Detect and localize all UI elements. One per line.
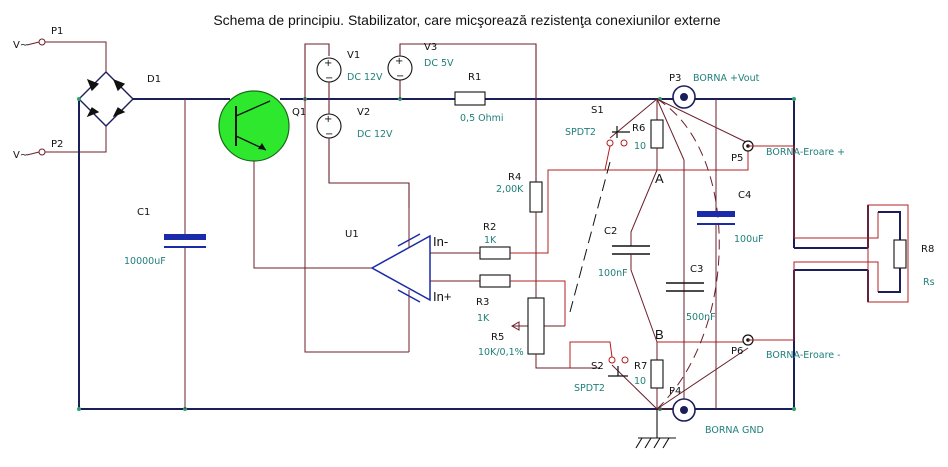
resistor-r4 <box>529 181 543 298</box>
opamp-u1 <box>304 99 480 353</box>
v2-minus-sign: − <box>325 129 333 140</box>
v1-minus-sign: − <box>325 73 333 84</box>
opamp-in-plus: In+ <box>433 289 451 304</box>
voltage-source-v1 <box>304 43 342 99</box>
r4-label: R4 <box>508 172 521 183</box>
bridge-rectifier-d1 <box>78 71 134 127</box>
ac-label-1: V~ <box>13 40 28 51</box>
terminal-err-minus-label: BORNA-Eroare - <box>766 350 841 361</box>
r7-value: 10 <box>634 376 646 387</box>
q1-label: Q1 <box>292 107 306 118</box>
r8-value: Rs <box>923 277 935 288</box>
v1-label: V1 <box>347 50 360 61</box>
s2-label: S2 <box>591 361 604 372</box>
d1-label: D1 <box>147 74 161 85</box>
load-resistor-r8 <box>748 145 909 341</box>
capacitor-c4 <box>697 99 735 409</box>
p5-label: P5 <box>731 153 743 164</box>
terminal-vout-label: BORNA +Vout <box>693 73 760 84</box>
diagram-title: Schema de principiu. Stabilizator, care … <box>213 12 721 28</box>
r3-value: 1K <box>477 313 490 324</box>
v1-plus-sign: + <box>324 58 332 69</box>
capacitor-c1 <box>164 99 206 409</box>
r3-label: R3 <box>476 297 489 308</box>
c3-label: C3 <box>690 264 703 275</box>
bus-junctions <box>77 97 796 411</box>
switch-s2 <box>569 341 658 410</box>
v3-minus-sign: − <box>396 71 404 82</box>
r8-label: R8 <box>921 244 934 255</box>
port-p1-label: P1 <box>51 26 63 37</box>
p6-label: P6 <box>731 346 743 357</box>
capacitor-c3 <box>666 160 704 292</box>
r4-value: 2,00K <box>496 184 524 195</box>
terminal-p3[interactable] <box>672 85 696 109</box>
resistor-r6 <box>650 99 664 170</box>
r1-value: 0,5 Ohmi <box>460 113 504 124</box>
capacitor-c2 <box>612 169 658 343</box>
r5-value: 10K/0,1% <box>478 347 524 358</box>
potentiometer-r5 <box>527 297 600 369</box>
resistor-r1 <box>454 91 486 106</box>
transistor-q1 <box>212 90 295 162</box>
ac-input <box>26 38 107 156</box>
node-a-label: A <box>655 171 664 186</box>
r6-label: R6 <box>632 123 645 134</box>
cross-wires <box>656 98 749 410</box>
p4-label: P4 <box>669 386 681 397</box>
ground-icon <box>635 409 676 449</box>
c1-label: C1 <box>137 207 150 218</box>
r5-label: R5 <box>491 332 504 343</box>
resistor-r3 <box>479 274 566 331</box>
dashed-ground-wire <box>656 98 720 410</box>
v3-label: V3 <box>424 42 437 53</box>
wire-q1-base <box>253 161 372 269</box>
s2-value: SPDT2 <box>574 383 605 394</box>
s1-label: S1 <box>591 105 604 116</box>
switch-s1 <box>565 98 658 313</box>
voltage-source-v3 <box>387 43 537 182</box>
v2-value: DC 12V <box>357 129 393 140</box>
resistor-r7 <box>650 342 664 409</box>
opamp-in-minus: In- <box>433 234 448 249</box>
c4-value: 100uF <box>734 234 764 245</box>
node-b-label: B <box>655 327 664 342</box>
s1-value: SPDT2 <box>565 127 596 138</box>
terminal-gnd-label: BORNA GND <box>705 425 764 436</box>
r2-value: 1K <box>484 235 497 246</box>
c2-label: C2 <box>604 226 617 237</box>
v3-value: DC 5V <box>424 58 454 69</box>
v3-plus-sign: + <box>395 56 403 67</box>
terminal-err-plus-label: BORNA-Eroare + <box>766 147 845 158</box>
port-p2-label: P2 <box>51 139 63 150</box>
r6-value: 10 <box>634 141 646 152</box>
u1-label: U1 <box>345 229 359 240</box>
r7-label: R7 <box>634 361 647 372</box>
r1-label: R1 <box>468 72 481 83</box>
v2-plus-sign: + <box>324 114 332 125</box>
v2-label: V2 <box>357 107 370 118</box>
ac-label-2: V~ <box>13 150 28 161</box>
r2-label: R2 <box>483 222 496 233</box>
c2-value: 100nF <box>598 268 628 279</box>
c1-value: 10000uF <box>124 256 166 267</box>
p3-label: P3 <box>669 73 681 84</box>
c3-value: 500nF <box>686 312 716 323</box>
c4-label: C4 <box>738 190 751 201</box>
voltage-source-v2 <box>316 99 410 208</box>
v1-value: DC 12V <box>347 72 383 83</box>
terminal-p4[interactable] <box>672 398 696 422</box>
